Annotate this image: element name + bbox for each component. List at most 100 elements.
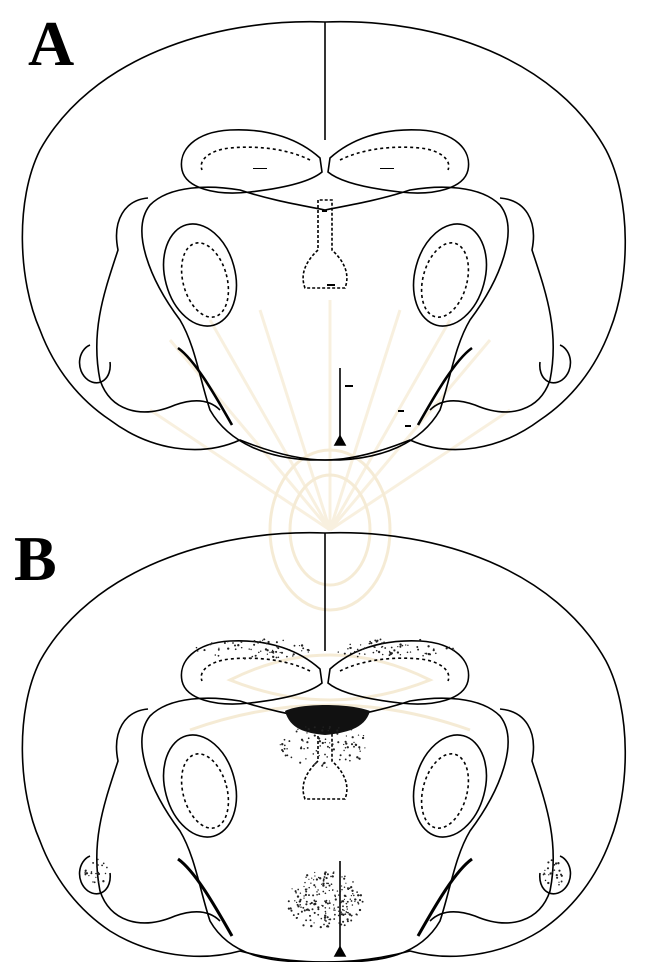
stipple-dot bbox=[429, 641, 430, 642]
stipple-dot bbox=[331, 883, 333, 885]
stipple-dot bbox=[277, 647, 279, 649]
brain-section-b bbox=[0, 481, 646, 962]
stipple-dot bbox=[308, 737, 310, 739]
stipple-dot bbox=[260, 650, 261, 651]
stipple-dot bbox=[281, 743, 283, 745]
stipple-dot bbox=[340, 754, 342, 756]
stipple-dot bbox=[364, 647, 366, 649]
stipple-dot bbox=[101, 864, 103, 866]
stipple-dot bbox=[325, 738, 327, 740]
stipple-dot bbox=[329, 907, 330, 908]
stipple-dot bbox=[356, 891, 358, 893]
stipple-dot bbox=[347, 912, 348, 913]
stipple-dot bbox=[326, 883, 328, 885]
stipple-dot bbox=[336, 733, 338, 735]
stipple-dot bbox=[362, 737, 364, 739]
stipple-dot bbox=[449, 647, 450, 648]
thalamus-outline bbox=[142, 698, 508, 962]
stipple-dot bbox=[316, 750, 318, 752]
stipple-dot bbox=[351, 890, 353, 892]
stipple-dot bbox=[280, 744, 281, 745]
stipple-dot bbox=[345, 758, 347, 760]
stipple-dot bbox=[297, 913, 299, 915]
stipple-dot bbox=[303, 897, 304, 898]
stipple-dot bbox=[303, 895, 304, 896]
stipple-dot bbox=[344, 924, 346, 926]
stipple-dot bbox=[402, 645, 404, 647]
stipple-dot bbox=[355, 899, 356, 900]
stipple-dot bbox=[343, 910, 344, 911]
stipple-dot bbox=[324, 907, 326, 909]
stipple-dot bbox=[306, 874, 308, 876]
stipple-dot bbox=[314, 903, 316, 905]
stipple-dot bbox=[218, 655, 220, 657]
stipple-dot bbox=[351, 743, 353, 745]
stipple-dot bbox=[86, 872, 88, 874]
stipple-dot bbox=[266, 642, 268, 644]
hippocampus-left bbox=[181, 641, 322, 704]
stipple-dot bbox=[322, 884, 324, 886]
stipple-dot bbox=[211, 642, 213, 644]
stipple-dot bbox=[357, 894, 359, 896]
stipple-dot bbox=[234, 644, 236, 646]
stipple-dot bbox=[336, 730, 338, 732]
stipple-dot bbox=[337, 890, 338, 891]
stipple-dot bbox=[329, 890, 330, 891]
stipple-dot bbox=[400, 640, 401, 641]
stipple-dot bbox=[416, 646, 418, 648]
stipple-dot bbox=[311, 877, 312, 878]
stipple-dot bbox=[232, 642, 234, 644]
stipple-dot bbox=[334, 907, 335, 908]
stipple-dot bbox=[417, 649, 419, 651]
stipple-dot bbox=[547, 867, 549, 869]
stipple-dot bbox=[254, 640, 256, 642]
stipple-dot bbox=[337, 741, 339, 743]
stipple-dot bbox=[308, 909, 310, 911]
stipple-dot bbox=[328, 926, 330, 928]
stipple-dot bbox=[296, 902, 297, 903]
stipple-dot bbox=[382, 646, 383, 647]
stipple-dot bbox=[346, 906, 348, 908]
stipple-dot bbox=[98, 881, 99, 882]
stipple-dot bbox=[321, 918, 323, 920]
stipple-dot bbox=[106, 867, 108, 869]
stipple-dot bbox=[314, 912, 316, 914]
stipple-dot bbox=[244, 657, 246, 659]
stipple-dot bbox=[302, 907, 304, 909]
stipple-dot bbox=[561, 881, 563, 883]
stipple-dot bbox=[346, 918, 348, 920]
stipple-dot bbox=[92, 862, 94, 864]
stipple-dot bbox=[321, 765, 323, 767]
stipple-dot bbox=[453, 650, 455, 652]
stipple-dot bbox=[554, 869, 556, 871]
stipple-dot bbox=[352, 736, 354, 738]
stipple-dot bbox=[305, 758, 306, 759]
stipple-dot bbox=[292, 655, 293, 656]
stipple-dot bbox=[264, 639, 265, 640]
stipple-dot bbox=[272, 650, 273, 651]
stipple-dot bbox=[284, 739, 286, 741]
stipple-dot bbox=[357, 651, 359, 653]
cortex-outline bbox=[22, 22, 625, 460]
stipple-dot bbox=[353, 746, 355, 748]
stipple-dot bbox=[338, 910, 340, 912]
stipple-dot bbox=[297, 889, 299, 891]
stipple-dot bbox=[330, 876, 331, 877]
stipple-dot bbox=[332, 875, 334, 877]
stipple-dot bbox=[218, 648, 219, 649]
stipple-dot bbox=[282, 640, 284, 642]
stipple-dot bbox=[342, 905, 344, 907]
stipple-dot bbox=[338, 915, 340, 917]
stipple-dot bbox=[306, 909, 308, 911]
stipple-dot bbox=[555, 862, 557, 864]
stipple-dot bbox=[262, 640, 263, 641]
stipple-dot bbox=[352, 881, 354, 883]
stipple-dot bbox=[285, 755, 287, 757]
stipple-dot bbox=[314, 726, 316, 728]
stipple-dot bbox=[339, 759, 341, 761]
stipple-dot bbox=[301, 746, 302, 747]
stipple-dot bbox=[196, 647, 198, 649]
stipple-dot bbox=[323, 880, 325, 882]
stipple-dot bbox=[324, 917, 326, 919]
stipple-dot bbox=[253, 644, 255, 646]
